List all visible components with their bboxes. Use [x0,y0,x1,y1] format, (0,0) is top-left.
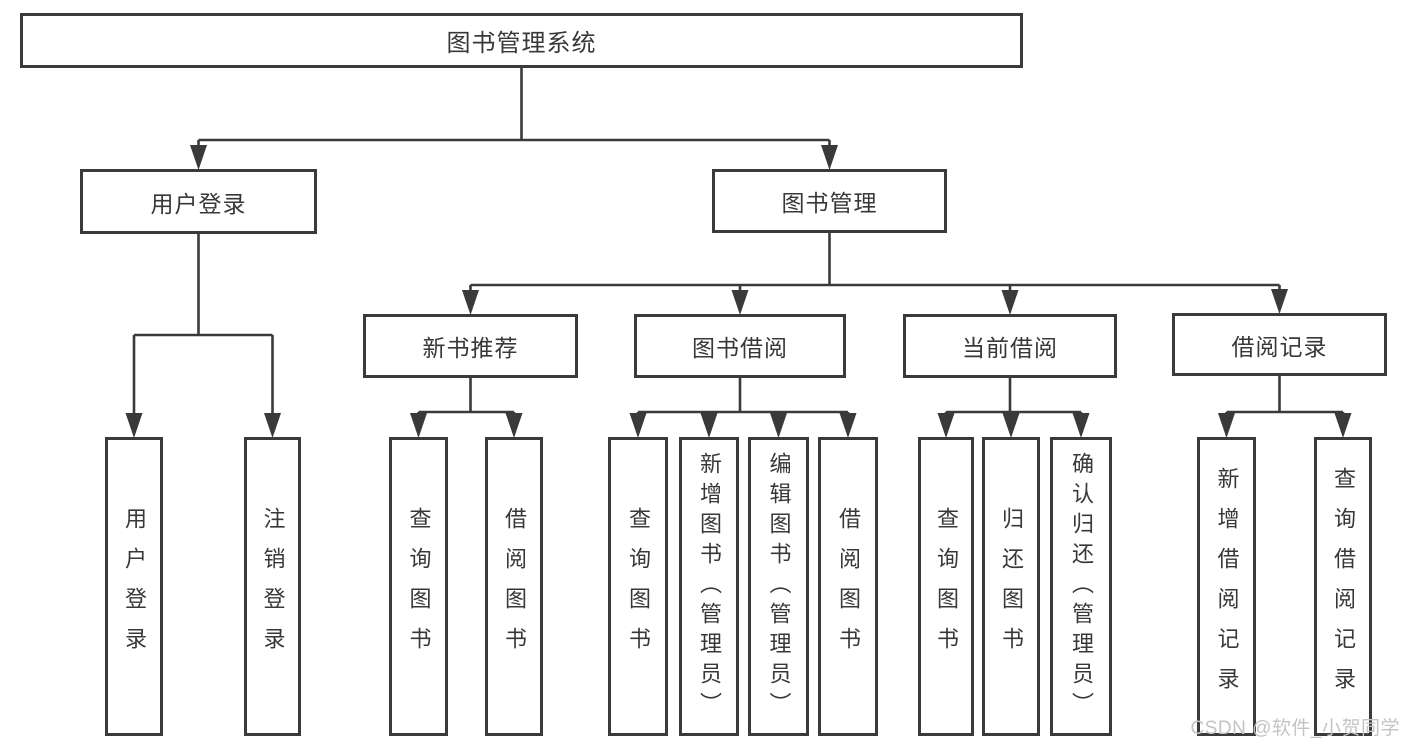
arrowhead-down-icon [770,413,787,438]
node-box-new-books: 新书推荐 [363,314,578,378]
node-box-v-return-book: 归还图书 [982,437,1040,736]
node-box-book-borrow: 图书借阅 [634,314,846,378]
node-box-v-user-login: 用户登录 [105,437,163,736]
node-box-v-confirm-return: 确认归还（管理员） [1050,437,1112,736]
node-box-v-borrow-1: 借阅图书 [485,437,543,736]
arrowhead-down-icon [505,413,523,438]
arrowhead-down-icon [1001,290,1019,315]
arrowhead-down-icon [629,413,647,438]
arrowhead-down-icon [821,145,838,170]
node-box-v-add-book: 新增图书（管理员） [679,437,739,736]
node-box-v-borrow-2: 借阅图书 [818,437,878,736]
node-box-v-query-3: 查询图书 [918,437,974,736]
arrowhead-down-icon [410,413,427,438]
arrowhead-down-icon [1002,413,1020,438]
arrowhead-down-icon [190,145,207,170]
node-box-v-query-2: 查询图书 [608,437,668,736]
node-box-user-login: 用户登录 [80,169,317,234]
arrowhead-down-icon [937,413,955,438]
node-box-v-query-record: 查询借阅记录 [1314,437,1372,736]
node-box-current-borrow: 当前借阅 [903,314,1117,378]
arrowhead-down-icon [1271,289,1288,314]
node-box-v-add-record: 新增借阅记录 [1197,437,1256,736]
node-box-root: 图书管理系统 [20,13,1023,68]
node-box-v-query-1: 查询图书 [389,437,448,736]
node-box-borrow-records: 借阅记录 [1172,313,1387,376]
arrowhead-down-icon [1218,413,1235,438]
node-box-book-mgmt: 图书管理 [712,169,947,233]
node-box-v-logout: 注销登录 [244,437,301,736]
arrowhead-down-icon [700,413,718,438]
arrowhead-down-icon [731,290,749,315]
arrowhead-down-icon [462,290,479,315]
arrowhead-down-icon [839,413,857,438]
arrowhead-down-icon [264,413,281,438]
arrowhead-down-icon [1072,413,1090,438]
node-box-v-edit-book: 编辑图书（管理员） [748,437,809,736]
arrowhead-down-icon [1334,413,1352,438]
arrowhead-down-icon [125,413,143,438]
